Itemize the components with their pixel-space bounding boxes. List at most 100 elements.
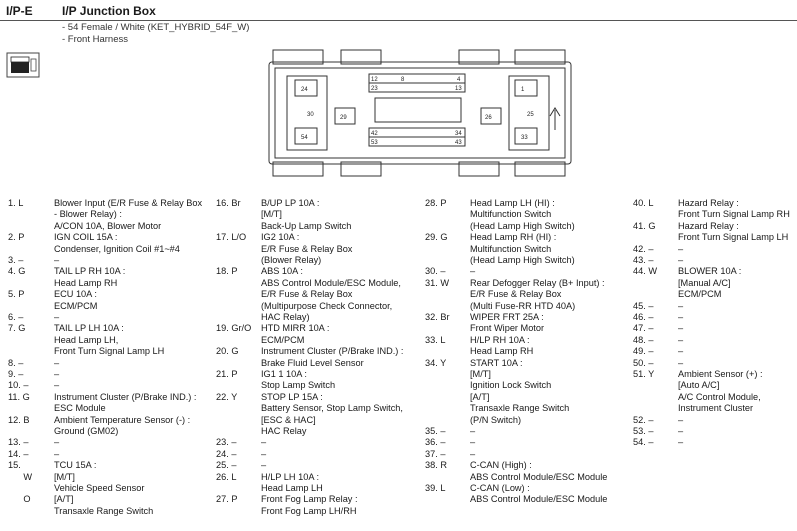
pin-number: 21. P xyxy=(216,369,238,379)
pin-description: C-CAN (Low) :ABS Control Module/ESC Modu… xyxy=(470,483,607,506)
pin-description-line: – xyxy=(470,448,476,459)
pin-number: 46. – xyxy=(633,312,654,322)
pin-description-line: Ignition Lock Switch xyxy=(470,380,552,391)
pin-description-line: (Head Lamp High Switch) xyxy=(470,254,575,265)
pin-description-line: – xyxy=(54,437,60,448)
pin-description: – xyxy=(678,255,683,266)
pin-description-line: [A/T] xyxy=(54,494,74,505)
pin-number: 37. – xyxy=(425,448,446,459)
pin-description-line: A/C Control Module, xyxy=(678,391,761,402)
pin-number: 2. P xyxy=(8,232,25,243)
pin-description-line: ABS Control Module/ESC Module xyxy=(470,471,608,482)
pin-description-line: ECM/PCM xyxy=(261,334,305,345)
pin-description: – xyxy=(54,380,59,391)
pin-description: Head Lamp RH (HI) :Multifunction Switch(… xyxy=(470,232,575,266)
pin-number: 6. – xyxy=(8,312,24,322)
pin-number: 1. L xyxy=(8,198,24,208)
pin-description-line: Ground (GM02) xyxy=(54,425,119,436)
pin-description-line: – xyxy=(678,323,684,334)
pin-description-line: – xyxy=(678,437,684,448)
pin-description-line: – xyxy=(678,255,684,265)
pin-number: 44. W xyxy=(633,266,657,277)
pin-description: – xyxy=(261,449,266,460)
cavity-label: 26 xyxy=(485,115,492,121)
pin-description: B/UP LP 10A :[M/T]Back-Up Lamp Switch xyxy=(261,198,351,232)
pin-number: 12. B xyxy=(8,414,30,425)
pin-description-line: TAIL LP LH 10A : xyxy=(54,323,124,334)
pin-description: START 10A :[M/T]Ignition Lock Switch[A/T… xyxy=(470,358,569,426)
pin-number: 7. G xyxy=(8,323,26,334)
pin-description-line: Instrument Cluster (P/Brake IND.) : xyxy=(54,391,197,402)
pin-description-line: Brake Fluid Level Sensor xyxy=(261,357,364,368)
pin-number: 29. G xyxy=(425,232,448,243)
pin-description: – xyxy=(470,437,475,448)
pin-description-line: Transaxle Range Switch xyxy=(470,403,570,414)
pin-description-line: Front Turn Signal Lamp RH xyxy=(678,209,790,220)
pin-description-line: Front Fog Lamp LH/RH xyxy=(261,505,357,516)
cavity-label: 29 xyxy=(340,115,347,121)
pin-description-line: ABS 10A : xyxy=(261,266,303,277)
pin-number: O xyxy=(8,494,31,505)
pin-description-line: C-CAN (Low) : xyxy=(470,483,530,493)
cavity-label: 33 xyxy=(521,135,528,141)
cavity-label: 24 xyxy=(301,87,308,93)
pin-description-line: Front Turn Signal Lamp LH xyxy=(678,232,789,243)
pin-description: – xyxy=(678,358,683,369)
pin-number: 26. L xyxy=(216,471,237,482)
pin-number: 39. L xyxy=(425,483,446,493)
pin-number: 41. G xyxy=(633,220,656,231)
pin-description-line: – xyxy=(678,414,684,425)
connector-location-icon xyxy=(6,52,40,78)
pin-description-line: – xyxy=(678,334,684,345)
pin-description-line: Rear Defogger Relay (B+ Input) : xyxy=(470,277,605,288)
pin-number: 33. L xyxy=(425,334,446,345)
pin-number: 17. L/O xyxy=(216,232,247,243)
pin-description-line: – xyxy=(678,312,684,322)
pin-number: 15. xyxy=(8,460,21,471)
pin-description: – xyxy=(470,426,475,437)
pin-description: TAIL LP RH 10A :Head Lamp RH xyxy=(54,266,125,289)
pin-description: TAIL LP LH 10A :Head Lamp LH,Front Turn … xyxy=(54,323,164,357)
pin-number: 50. – xyxy=(633,357,654,368)
pin-number: 51. Y xyxy=(633,369,655,379)
pin-description-line: – xyxy=(54,369,60,379)
pin-description-line: [A/T] xyxy=(470,391,490,402)
pin-description-line: ECU 10A : xyxy=(54,289,97,300)
pin-description: – xyxy=(261,460,266,471)
pin-description: – xyxy=(54,358,59,369)
pin-description-line: B/UP LP 10A : xyxy=(261,198,320,208)
pin-number: 23. – xyxy=(216,437,237,448)
pin-description-line: Hazard Relay : xyxy=(678,220,739,231)
pin-number: 38. R xyxy=(425,460,447,471)
pin-number: 14. – xyxy=(8,448,29,459)
pin-number: 40. L xyxy=(633,198,654,208)
pin-description: IG1 1 10A :Stop Lamp Switch xyxy=(261,369,335,392)
pin-number: 11. G xyxy=(8,391,30,402)
cavity-label: 42 xyxy=(371,131,378,137)
pin-number: 53. – xyxy=(633,426,654,436)
pin-number: 28. P xyxy=(425,198,447,208)
cavity-label: 12 xyxy=(371,77,378,83)
pin-number: 9. – xyxy=(8,369,24,379)
pin-number: 10. – xyxy=(8,380,29,391)
pin-description: WIPER FRT 25A :Front Wiper Motor xyxy=(470,312,544,335)
pin-number: 3. – xyxy=(8,255,24,265)
pin-description: – xyxy=(470,449,475,460)
pin-description-line: – xyxy=(54,357,60,368)
pin-description-line: (Multipurpose Check Connector, xyxy=(261,300,393,311)
pin-description-line: Back-Up Lamp Switch xyxy=(261,220,352,231)
pin-description-line: HTD MIRR 10A : xyxy=(261,323,330,334)
pin-description-line: [M/T] xyxy=(261,209,282,220)
pin-description-line: – xyxy=(470,437,476,448)
cavity-label: 1 xyxy=(521,87,525,93)
pin-description-line: – xyxy=(678,426,684,436)
pin-description-line: E/R Fuse & Relay Box xyxy=(470,289,562,300)
cavity-label: 34 xyxy=(455,131,462,137)
pin-number: 52. – xyxy=(633,414,654,425)
pin-description-line: [Auto A/C] xyxy=(678,380,720,391)
pin-description-line: – xyxy=(54,312,60,322)
pin-description: – xyxy=(678,323,683,334)
pin-description-line: A/CON 10A, Blower Motor xyxy=(54,220,162,231)
pin-description-line: Multifunction Switch xyxy=(470,209,552,220)
pin-description-line: [ESC & HAC] xyxy=(261,414,316,425)
